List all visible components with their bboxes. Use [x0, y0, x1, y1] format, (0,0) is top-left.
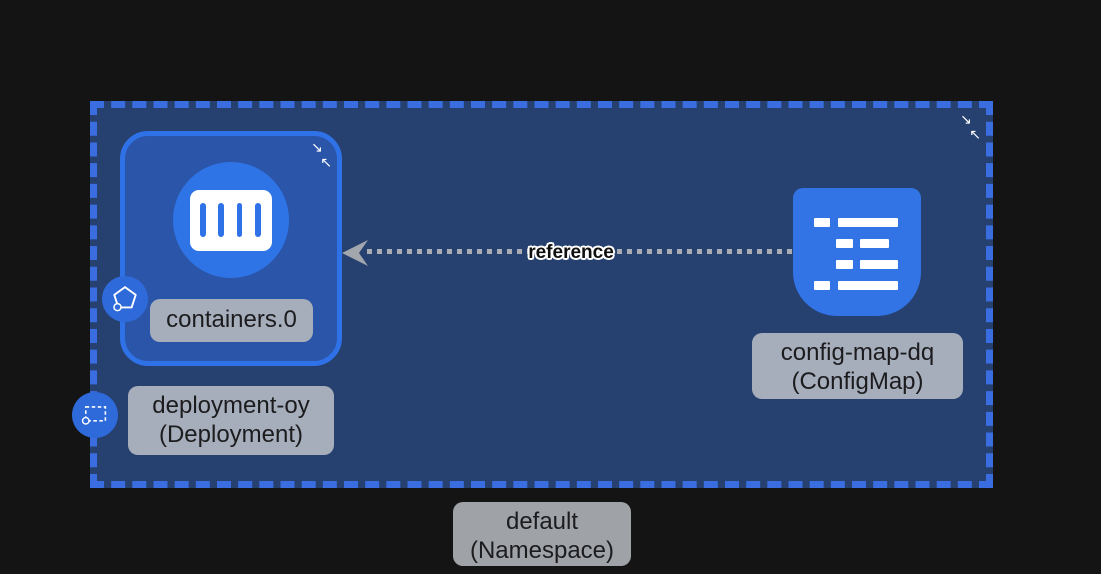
deployment-label-badge: deployment-oy (Deployment): [128, 386, 334, 455]
collapse-arrow-icon: ↘: [960, 112, 972, 128]
container-icon: [190, 190, 272, 251]
container-slot: [200, 203, 206, 237]
configmap-name: config-map-dq: [780, 339, 935, 366]
configmap-node[interactable]: [793, 188, 921, 316]
container-slot: [236, 203, 242, 237]
dashed-rect-icon: [81, 406, 107, 425]
config-line: [860, 260, 898, 269]
container-slot: [218, 203, 224, 237]
container-label: containers.0: [166, 306, 297, 333]
edge-arrowhead-icon: [342, 240, 368, 266]
reference-edge-line: [367, 249, 795, 254]
container-label-badge: containers.0: [150, 299, 313, 342]
collapse-arrow-icon: ↖: [320, 155, 332, 171]
configmap-kind: (ConfigMap): [791, 368, 924, 395]
collapse-arrow-icon: ↘: [311, 140, 323, 156]
pentagon-icon: [113, 286, 137, 312]
deployment-name: deployment-oy: [152, 392, 310, 419]
config-line: [814, 281, 830, 290]
config-line: [838, 218, 898, 227]
config-line: [838, 281, 898, 290]
container-slot: [255, 203, 261, 237]
deployment-kind-badge: [72, 392, 118, 438]
namespace-label-badge: default (Namespace): [453, 502, 631, 566]
deployment-kind: (Deployment): [158, 421, 304, 448]
deployment-collapse-button[interactable]: ↘ ↖: [308, 140, 335, 171]
config-line: [836, 260, 853, 269]
edge-label: reference: [528, 242, 614, 263]
namespace-collapse-button[interactable]: ↘ ↖: [957, 112, 984, 143]
config-line: [814, 218, 830, 227]
configmap-label-badge: config-map-dq (ConfigMap): [752, 333, 963, 399]
config-line: [836, 239, 853, 248]
namespace-kind: (Namespace): [469, 537, 615, 564]
namespace-name: default: [505, 508, 579, 535]
config-line: [860, 239, 889, 248]
pod-kind-badge: [102, 276, 148, 322]
collapse-arrow-icon: ↖: [969, 127, 981, 143]
